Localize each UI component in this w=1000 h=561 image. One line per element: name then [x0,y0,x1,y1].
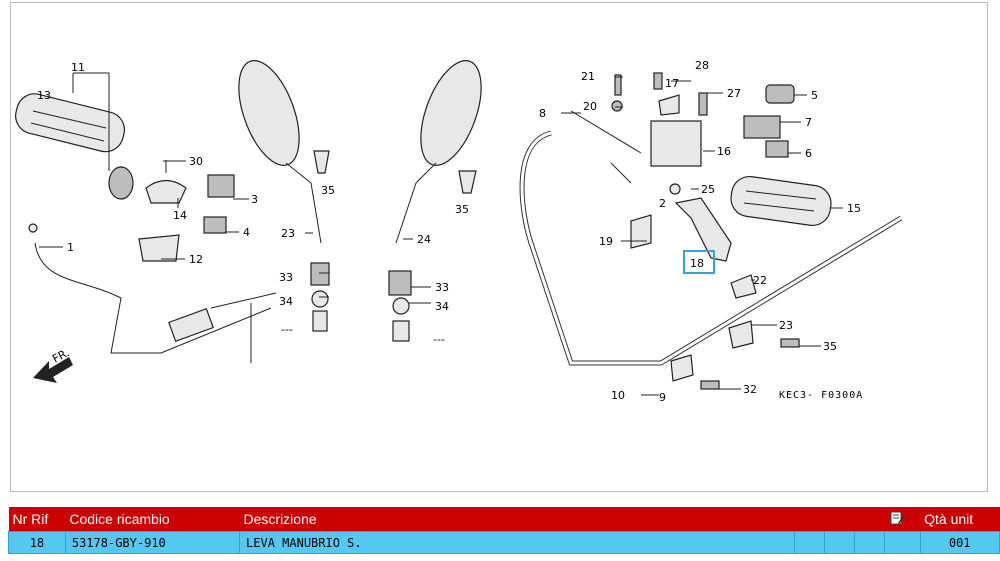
left-grip-drawing [15,93,134,200]
diagram-code: KEC3- F0300A [779,390,863,401]
callout-13[interactable]: 13 [37,89,51,102]
callout-34[interactable]: 35 [823,340,837,353]
right-cable-drawing [519,110,903,366]
callout-31[interactable]: 32 [743,383,757,396]
highlight-box-18 [683,250,715,274]
edit-icon[interactable] [884,507,921,532]
callout-25[interactable]: 24 [417,233,431,246]
callout-6[interactable]: 6 [805,147,812,160]
callout-7[interactable]: 7 [805,116,812,129]
callout-15[interactable]: 15 [847,202,861,215]
callout-17[interactable]: 17 [665,77,679,90]
left-mirror-drawing [238,60,330,332]
cell-blank-3 [854,531,886,554]
callout-4[interactable]: 4 [243,226,250,239]
callout-numbers: 11 13 1 30 3 14 4 12 35 23 33 34 --- 35 … [37,59,863,404]
housing-14-drawing [145,179,187,204]
callout-19[interactable]: 19 [599,235,613,248]
cell-blank-1 [793,531,826,554]
callout-20[interactable]: 20 [583,100,597,113]
right-mirror-drawing [388,60,482,342]
right-grip-drawing [730,175,832,227]
header-qta: Qtà unit [920,507,1000,532]
callout-10[interactable]: 10 [611,389,625,402]
callout-14[interactable]: 14 [173,209,187,222]
callout-1[interactable]: 1 [67,241,74,254]
cell-qta: 001 [919,531,1000,554]
callout-9[interactable]: 9 [659,391,666,404]
callout-2[interactable]: 2 [659,197,666,210]
callout-23[interactable]: 23 [779,319,793,332]
switch-7-drawing [743,115,781,139]
header-blank-1 [794,507,825,532]
cell-blank-4 [884,531,921,554]
callout-8[interactable]: 8 [539,107,546,120]
callout-33-left[interactable]: 34 [279,295,293,308]
switch-5-drawing [765,84,795,104]
callout-32-right[interactable]: 33 [435,281,449,294]
cell-descrizione: LEVA MANUBRIO S. [239,531,795,554]
header-blank-2 [824,507,855,532]
parts-diagram: 11 13 1 30 3 14 4 12 35 23 33 34 --- 35 … [10,2,988,492]
callout-16[interactable]: 16 [717,145,731,158]
cell-blank-2 [824,531,856,554]
bolt-34-drawing [780,338,800,348]
dash-label-left: --- [281,323,293,336]
lever-18-drawing [674,197,732,262]
callout-33-right[interactable]: 34 [435,300,449,313]
callout-24[interactable]: 23 [281,227,295,240]
parts-table: Nr Rif Codice ricambio Descrizione Qtà u… [8,507,1000,554]
clamp-23-drawing [728,320,754,349]
bolt-31-drawing [700,380,720,390]
callout-28[interactable]: 28 [695,59,709,72]
dash-label-right: --- [433,333,445,346]
clamp-22-drawing [730,274,757,299]
cell-codice: 53178-GBY-910 [64,531,241,554]
front-arrow-drawing [33,357,73,383]
throttle-housing-drawing [611,72,708,195]
callout-22[interactable]: 22 [753,274,767,287]
callout-3[interactable]: 3 [251,193,258,206]
header-codice: Codice ricambio [65,507,240,532]
callout-32-left[interactable]: 33 [279,271,293,284]
header-nr-rif: Nr Rif [8,507,66,532]
switch-4-drawing [203,216,227,234]
switch-3-drawing [207,174,235,198]
callout-29[interactable]: 30 [189,155,203,168]
edit-icon-glyph [890,511,905,524]
header-descrizione: Descrizione [239,507,795,532]
callout-5[interactable]: 5 [811,89,818,102]
callout-18[interactable]: 18 [690,257,704,270]
switch-6-drawing [765,140,789,158]
callout-11[interactable]: 11 [71,61,85,74]
left-cable-drawing [28,223,277,363]
holder-19-drawing [630,214,652,249]
callout-30[interactable]: 25 [701,183,715,196]
cell-nr-rif: 18 [8,531,66,554]
table-header-row: Nr Rif Codice ricambio Descrizione Qtà u… [8,507,1000,532]
callout-27[interactable]: 27 [727,87,741,100]
header-blank-3 [854,507,885,532]
callout-21[interactable]: 21 [581,70,595,83]
clamp-9-drawing [670,354,694,382]
exploded-view-drawing: 11 13 1 30 3 14 4 12 35 23 33 34 --- 35 … [15,59,903,404]
callout-35-left[interactable]: 35 [321,184,335,197]
housing-12-drawing [138,234,180,262]
leader-lines [39,72,843,396]
table-row[interactable]: 18 53178-GBY-910 LEVA MANUBRIO S. 001 [8,531,1000,554]
callout-12[interactable]: 12 [189,253,203,266]
callout-35-right[interactable]: 35 [455,203,469,216]
